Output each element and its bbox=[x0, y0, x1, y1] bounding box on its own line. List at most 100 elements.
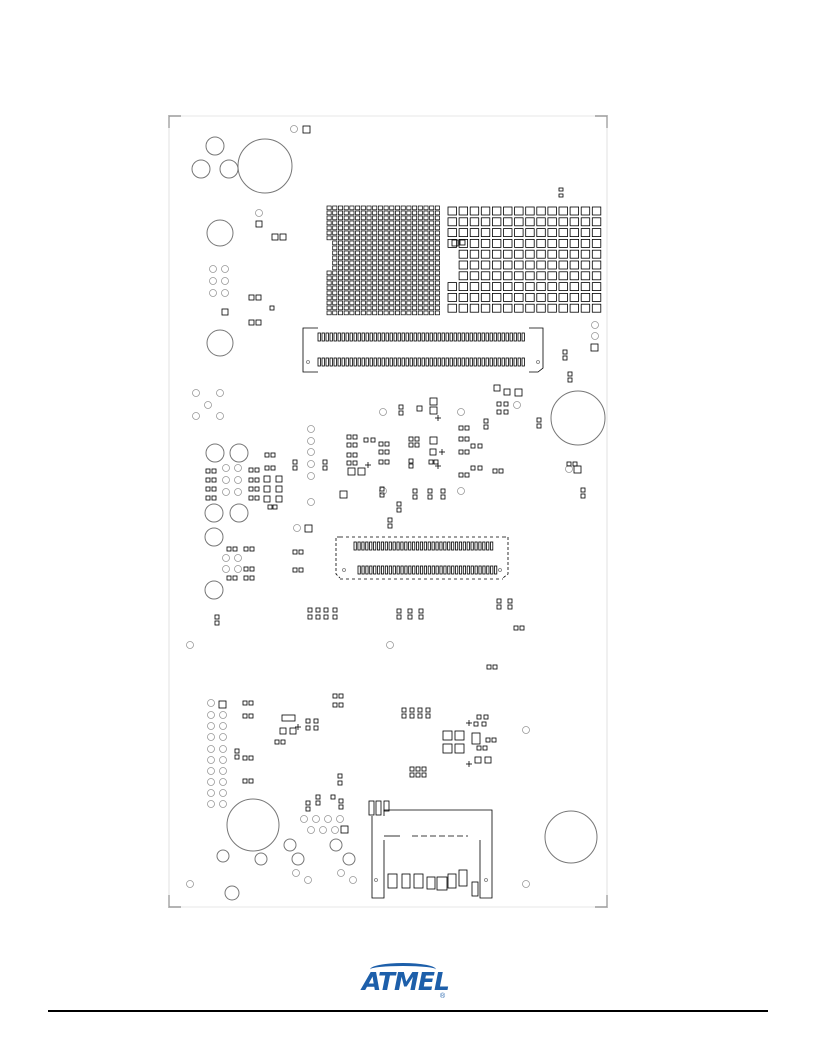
bga-pad bbox=[503, 260, 513, 270]
bga-pad bbox=[349, 270, 355, 276]
component-hole bbox=[291, 852, 305, 866]
connector-pin bbox=[377, 332, 381, 342]
bga-pad bbox=[349, 235, 355, 241]
smd-pad bbox=[298, 549, 304, 555]
connector-pin bbox=[385, 332, 389, 342]
bga-pad bbox=[580, 249, 591, 259]
via-hole bbox=[336, 815, 344, 823]
bga-pad bbox=[383, 290, 389, 296]
registered-mark: ® bbox=[440, 993, 446, 1000]
smd-pad bbox=[232, 546, 238, 552]
via-hole bbox=[293, 524, 301, 532]
bga-pad bbox=[412, 310, 418, 316]
bga-pad bbox=[400, 290, 406, 296]
connector-pin bbox=[333, 332, 337, 342]
bga-pad bbox=[389, 230, 395, 236]
connector-pin bbox=[349, 332, 353, 342]
bga-pad bbox=[458, 238, 469, 248]
smd-pad bbox=[234, 748, 240, 754]
via-hole bbox=[219, 767, 227, 775]
bga-pad bbox=[377, 255, 383, 261]
bga-pad bbox=[423, 285, 429, 291]
bga-pad bbox=[429, 230, 435, 236]
smd-pad bbox=[332, 607, 338, 613]
bga-pad bbox=[491, 217, 502, 227]
smd-pad bbox=[590, 343, 599, 352]
bga-pad bbox=[417, 245, 423, 251]
smd-pad bbox=[211, 495, 217, 501]
bga-pad bbox=[406, 265, 412, 271]
smd-pad bbox=[234, 754, 240, 760]
bga-pad bbox=[383, 295, 389, 301]
socket-contact bbox=[375, 800, 382, 816]
bga-pad bbox=[338, 220, 343, 226]
bga-pad bbox=[383, 275, 389, 281]
bga-pad bbox=[355, 265, 361, 271]
bga-pad bbox=[514, 206, 524, 216]
bga-pad bbox=[389, 275, 395, 281]
smd-pad bbox=[454, 730, 465, 741]
bga-pad bbox=[525, 206, 535, 216]
smd-pad bbox=[338, 693, 344, 699]
bga-pad bbox=[338, 245, 343, 251]
bga-pad bbox=[360, 270, 366, 276]
bga-pad bbox=[383, 235, 389, 241]
bga-pad bbox=[349, 210, 355, 216]
bga-pad bbox=[514, 249, 524, 259]
smd-pad bbox=[249, 575, 255, 581]
smd-pad bbox=[429, 448, 437, 456]
socket-contact bbox=[368, 800, 375, 816]
smd-pad bbox=[313, 718, 319, 724]
via-hole bbox=[207, 789, 215, 797]
bga-pad bbox=[412, 255, 418, 261]
bga-pad bbox=[514, 238, 524, 248]
bga-pad bbox=[377, 250, 383, 256]
connector-pin bbox=[419, 541, 423, 551]
bga-pad bbox=[417, 300, 423, 306]
bga-pad bbox=[343, 215, 349, 221]
connector-pin bbox=[513, 332, 517, 342]
bga-pad bbox=[395, 240, 400, 246]
smd-pad bbox=[451, 239, 459, 247]
bga-pad bbox=[349, 240, 355, 246]
bga-pad bbox=[383, 240, 389, 246]
bga-pad bbox=[366, 285, 372, 291]
bga-pad bbox=[389, 280, 395, 286]
bga-pad bbox=[332, 245, 338, 251]
connector-pin bbox=[443, 541, 447, 551]
smd-pad bbox=[264, 452, 270, 458]
connector-pin bbox=[465, 332, 469, 342]
bga-pad bbox=[366, 275, 372, 281]
via-hole bbox=[207, 767, 215, 775]
smd-pad bbox=[407, 614, 413, 620]
mounting-hole bbox=[226, 798, 280, 852]
smd-pad bbox=[482, 745, 488, 751]
via-hole bbox=[522, 880, 530, 888]
bga-pad bbox=[406, 255, 412, 261]
via-hole bbox=[207, 699, 215, 707]
bga-pad bbox=[580, 303, 591, 313]
bga-pad bbox=[400, 245, 406, 251]
bga-pad bbox=[366, 265, 372, 271]
smd-pad bbox=[346, 442, 352, 448]
smd-pad bbox=[425, 713, 431, 719]
smd-pad bbox=[226, 546, 232, 552]
bga-pad bbox=[547, 206, 557, 216]
bga-pad bbox=[383, 210, 389, 216]
bga-pad bbox=[338, 255, 343, 261]
bga-pad bbox=[326, 220, 332, 226]
smd-pad bbox=[476, 714, 482, 720]
smd-pad bbox=[415, 766, 421, 772]
bga-pad bbox=[429, 310, 435, 316]
smd-pad bbox=[464, 425, 470, 431]
bga-pad bbox=[326, 290, 332, 296]
connector-pin bbox=[509, 357, 513, 367]
bga-pad bbox=[366, 270, 372, 276]
bga-pad bbox=[349, 250, 355, 256]
board-to-board-connector-middle bbox=[335, 536, 509, 580]
connector-pin bbox=[357, 357, 361, 367]
smd-pad bbox=[387, 523, 393, 529]
smd-pad bbox=[218, 700, 227, 709]
connector-pin bbox=[435, 565, 439, 575]
bga-pad bbox=[591, 238, 602, 248]
